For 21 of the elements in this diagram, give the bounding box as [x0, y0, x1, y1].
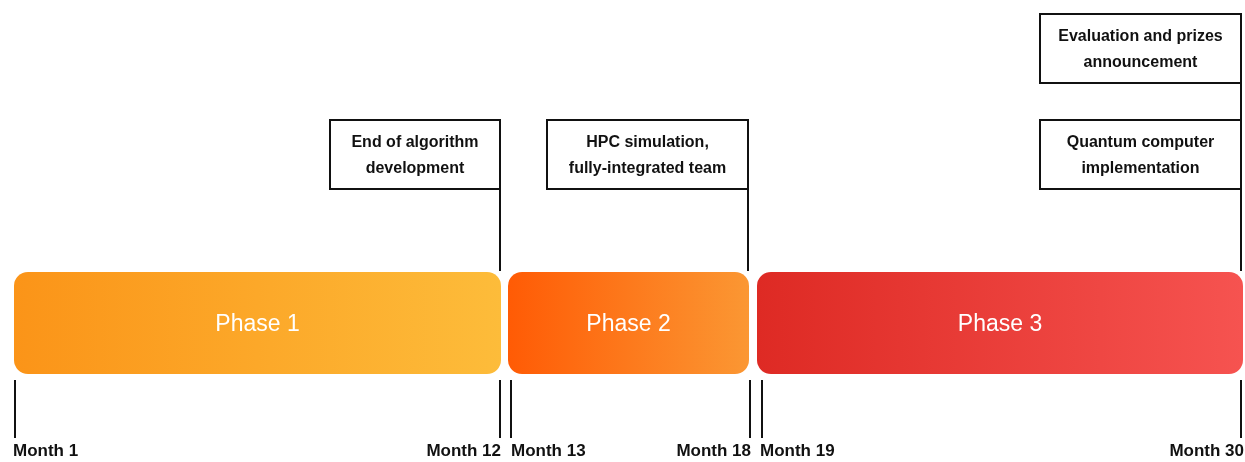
leader-line [499, 379, 501, 439]
month-label: Month 1 [13, 440, 103, 462]
leader-line [747, 189, 749, 272]
callout-box: Evaluation and prizes announcement [1039, 13, 1242, 84]
phase-bar: Phase 3 [757, 272, 1243, 374]
month-label: Month 18 [661, 440, 751, 462]
leader-line [761, 379, 763, 439]
leader-line [14, 379, 16, 439]
phase-bar: Phase 1 [14, 272, 501, 374]
callout-box: Quantum computer implementation [1039, 119, 1242, 190]
month-label: Month 19 [760, 440, 850, 462]
leader-line [1240, 379, 1242, 439]
month-label: Month 13 [511, 440, 601, 462]
phase-bar: Phase 2 [508, 272, 749, 374]
leader-line [499, 189, 501, 272]
month-label: Month 30 [1154, 440, 1244, 462]
leader-line [510, 379, 512, 439]
callout-box: End of algorithm development [329, 119, 501, 190]
leader-line [749, 379, 751, 439]
month-label: Month 12 [411, 440, 501, 462]
callout-box: HPC simulation, fully-integrated team [546, 119, 749, 190]
